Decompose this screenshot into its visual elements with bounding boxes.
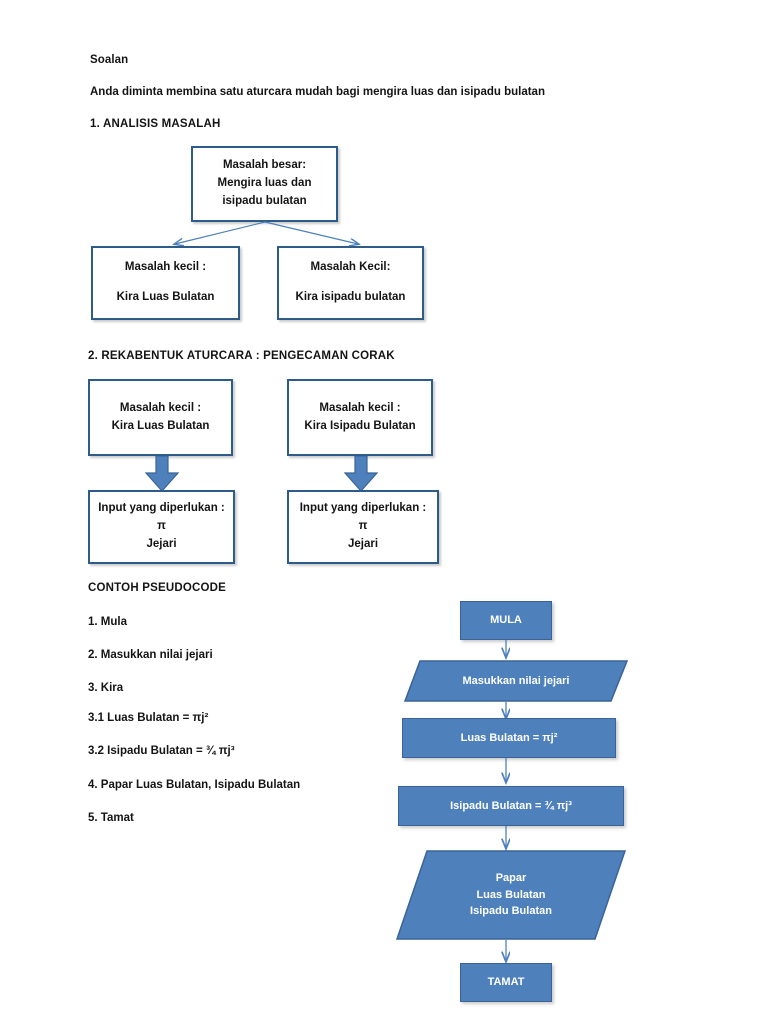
flowchart-input-node: Masukkan nilai jejari <box>404 660 628 702</box>
pseudocode-step-3-1: 3.1 Luas Bulatan = πj² <box>88 712 209 724</box>
flowchart-input-label: Masukkan nilai jejari <box>462 674 570 687</box>
pseudocode-step-1: 1. Mula <box>88 616 127 628</box>
flowchart-connector-4 <box>496 826 516 852</box>
analysis-child-right-box: Masalah Kecil: Kira isipadu bulatan <box>277 246 424 320</box>
design-right-bottom-line-1: Input yang diperlukan : <box>299 502 427 515</box>
section-2-heading: 2. REKABENTUK ATURCARA : PENGECAMAN CORA… <box>88 350 395 362</box>
flowchart-end-label: TAMAT <box>487 976 525 989</box>
design-right-top-box: Masalah kecil : Kira Isipadu Bulatan <box>287 379 433 456</box>
analysis-child-left-line-1: Masalah kecil : <box>124 261 207 274</box>
analysis-child-right-line-1: Masalah Kecil: <box>310 261 391 274</box>
design-left-block-arrow <box>145 456 179 492</box>
pseudocode-heading: CONTOH PSEUDOCODE <box>88 582 227 594</box>
parallelogram-shape-input <box>404 660 628 702</box>
intro-paragraph: Anda diminta membina satu aturcara mudah… <box>90 86 545 98</box>
analysis-child-left-line-2: Kira Luas Bulatan <box>116 291 215 303</box>
parallelogram-shape-output <box>396 850 626 940</box>
pseudocode-step-4: 4. Papar Luas Bulatan, Isipadu Bulatan <box>88 779 301 791</box>
flowchart-connector-5 <box>496 940 516 965</box>
section-1-heading: 1. ANALISIS MASALAH <box>90 118 221 130</box>
analysis-connector-arrows <box>150 221 430 250</box>
analysis-root-line-2: Mengira luas dan <box>217 177 312 190</box>
design-left-top-line-2: Kira Luas Bulatan <box>111 419 210 432</box>
analysis-child-right-line-2: Kira isipadu bulatan <box>295 291 406 303</box>
design-right-bottom-box: Input yang diperlukan : π Jejari <box>287 490 439 564</box>
design-left-bottom-line-2: π <box>157 520 166 533</box>
flowchart-process-2-node: Isipadu Bulatan = ¾ πj³ <box>398 786 624 826</box>
design-left-bottom-line-3: Jejari <box>146 537 177 550</box>
design-right-top-line-1: Masalah kecil : <box>319 401 401 414</box>
design-left-bottom-box: Input yang diperlukan : π Jejari <box>88 490 235 564</box>
flowchart-end-node: TAMAT <box>460 963 552 1002</box>
flowchart-connector-1 <box>496 640 516 662</box>
design-left-bottom-line-1: Input yang diperlukan : <box>98 502 225 515</box>
pseudocode-step-3: 3. Kira <box>88 682 124 694</box>
design-right-bottom-line-2: π <box>358 520 368 533</box>
design-left-top-box: Masalah kecil : Kira Luas Bulatan <box>88 379 233 456</box>
design-right-bottom-line-3: Jejari <box>347 537 379 550</box>
design-left-top-line-1: Masalah kecil : <box>119 401 202 414</box>
flowchart-output-line-1: Papar <box>495 872 527 885</box>
analysis-root-line-1: Masalah besar: <box>222 159 307 172</box>
flowchart-output-line-3: Isipadu Bulatan <box>470 905 552 918</box>
flowchart-process-1-node: Luas Bulatan = πj² <box>402 718 616 758</box>
flowchart-output-node: Papar Luas Bulatan Isipadu Bulatan <box>396 850 626 940</box>
design-right-block-arrow <box>344 456 378 492</box>
flowchart-connector-2 <box>496 702 516 722</box>
flowchart-output-line-2: Luas Bulatan <box>476 888 546 901</box>
design-right-top-line-2: Kira Isipadu Bulatan <box>304 419 416 432</box>
flowchart-connector-3 <box>496 758 516 786</box>
flowchart-start-label: MULA <box>490 614 522 627</box>
analysis-root-box: Masalah besar: Mengira luas dan isipadu … <box>191 146 338 222</box>
page-title: Soalan <box>90 54 129 66</box>
flowchart-start-node: MULA <box>460 601 552 640</box>
analysis-root-line-3: isipadu bulatan <box>222 194 307 207</box>
analysis-child-left-box: Masalah kecil : Kira Luas Bulatan <box>91 246 240 320</box>
pseudocode-step-3-2: 3.2 Isipadu Bulatan = ¾ πj³ <box>88 745 235 757</box>
pseudocode-step-2: 2. Masukkan nilai jejari <box>88 649 213 661</box>
pseudocode-step-5: 5. Tamat <box>88 812 134 824</box>
flowchart-process-1-label: Luas Bulatan = πj² <box>460 731 558 744</box>
flowchart-process-2-label: Isipadu Bulatan = ¾ πj³ <box>450 799 572 812</box>
